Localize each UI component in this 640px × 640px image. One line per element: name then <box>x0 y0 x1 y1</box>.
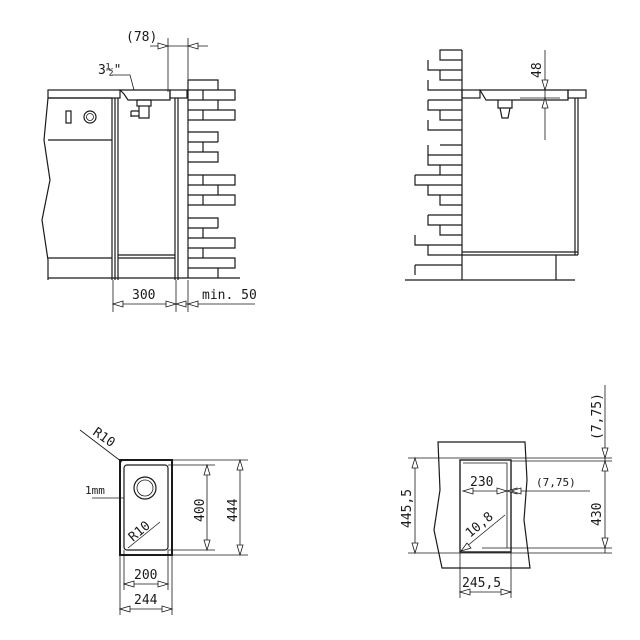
dim-tap-label: 3½" <box>98 63 121 78</box>
dim-offset-top-label: (7,75) <box>590 393 605 440</box>
worktop-right <box>169 89 188 99</box>
arrow <box>186 42 199 50</box>
dim-230-label: 230 <box>470 475 493 490</box>
arrow <box>236 458 244 471</box>
dim-lines-bottom <box>112 280 255 312</box>
arrow <box>411 456 419 469</box>
sink-rim <box>478 89 569 101</box>
sink-outline <box>119 459 173 556</box>
side-view-right: 48 <box>405 49 587 281</box>
dim-48-label: 48 <box>530 62 545 78</box>
dim-445-5-label: 445,5 <box>400 489 415 528</box>
arrow <box>203 463 211 476</box>
dim-lines-vertical <box>168 459 248 556</box>
dim-400-label: 400 <box>193 499 208 522</box>
sink-rim <box>118 89 171 101</box>
arrow <box>601 537 609 550</box>
leader-lines <box>79 429 161 549</box>
arrow <box>411 542 419 555</box>
brick-wall <box>414 49 463 280</box>
arrow <box>236 544 244 557</box>
arrow <box>458 588 471 596</box>
dim-244-label: 244 <box>134 593 158 608</box>
appliance-knob <box>83 110 97 124</box>
sink-plan-view: R10 R10 1mm 400 444 200 244 <box>79 425 248 615</box>
drain-pipe <box>497 100 513 119</box>
arrow <box>601 447 609 460</box>
thickness-label: 1mm <box>85 484 105 497</box>
drain-circle <box>133 476 157 500</box>
arrow <box>165 300 178 308</box>
worktop-right <box>567 89 587 99</box>
appliance-knob-inner <box>86 113 94 121</box>
dim-10-8-label: 10,8 <box>463 509 497 541</box>
arrow <box>118 605 131 613</box>
dim-lines-horizontal <box>119 550 173 615</box>
cutout-inner-offset <box>463 462 508 548</box>
arrow <box>174 300 187 308</box>
arrow <box>203 539 211 552</box>
appliance-body <box>41 97 113 280</box>
arrow <box>541 79 549 92</box>
arrow <box>509 487 522 495</box>
dim-245-5-label: 245,5 <box>462 576 501 591</box>
arrow <box>461 487 474 495</box>
dim-lines-vertical <box>408 385 612 554</box>
drain-pipe <box>130 106 150 119</box>
dim-200-label: 200 <box>134 568 157 583</box>
arrow <box>157 580 170 588</box>
dim-lines-top <box>112 38 208 92</box>
appliance-switch <box>65 110 72 124</box>
sink-bowl <box>123 464 169 551</box>
dim-offset-side-label: (7,75) <box>536 476 576 489</box>
drain-circle-inner <box>136 479 154 497</box>
arrow <box>186 300 199 308</box>
side-view-left: (78) 3½" 300 min. 50 <box>41 30 257 312</box>
cutout-inner <box>459 459 512 553</box>
dim-lines-48 <box>520 50 560 140</box>
arrow <box>122 580 135 588</box>
cabinet-walls <box>462 98 579 280</box>
dim-min50-label: min. 50 <box>202 288 257 303</box>
radius-outer-label: R10 <box>90 425 118 451</box>
dim-444-label: 444 <box>226 498 241 522</box>
dim-430-label: 430 <box>590 503 605 526</box>
arrow <box>541 96 549 109</box>
worktop-left <box>461 89 481 99</box>
cabinet-walls <box>114 98 179 280</box>
dim-300-label: 300 <box>132 288 155 303</box>
arrow <box>459 542 472 552</box>
arrow <box>161 605 174 613</box>
cutout-view: 445,5 430 (7,75) 230 (7,75) 10,8 245,5 <box>400 385 612 598</box>
worktop <box>47 89 121 99</box>
brick-wall <box>187 79 236 278</box>
dim-78-label: (78) <box>126 30 157 45</box>
arrow <box>496 487 509 495</box>
drain-fitting <box>136 99 152 107</box>
radius-inner-label: R10 <box>126 518 154 545</box>
arrow <box>157 42 170 50</box>
arrow <box>500 588 513 596</box>
arrow <box>111 300 124 308</box>
arrow <box>601 459 609 472</box>
